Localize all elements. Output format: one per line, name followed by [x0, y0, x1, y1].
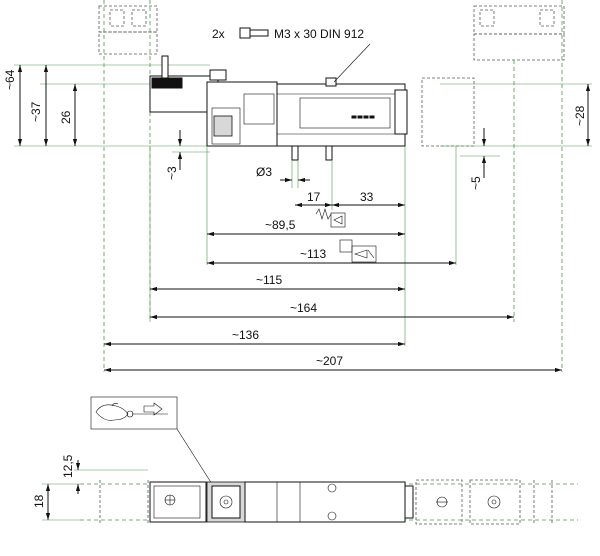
dim-136-label: ~136	[232, 328, 259, 342]
dim-dia3: Ø3	[256, 165, 310, 183]
dim-3: ~3	[165, 130, 210, 180]
dim-115: ~115	[149, 146, 405, 322]
hand-icon	[95, 403, 134, 421]
dim-33-label: 33	[360, 190, 374, 204]
screw-callout: 2x M3 x 30 DIN 912	[212, 27, 371, 83]
dim-dia3-label: Ø3	[256, 165, 272, 179]
dim-12-5-label: 12,5	[61, 454, 75, 478]
spring-return-symbol-icon	[315, 207, 346, 228]
dim-64: ~64	[3, 65, 23, 146]
dim-113: ~113	[207, 239, 456, 266]
dim-207: ~207	[104, 354, 562, 373]
dim-64-label: ~64	[3, 69, 17, 90]
dim-207-label: ~207	[316, 354, 343, 368]
dim-28-label: ~28	[573, 105, 587, 126]
dim-26: 26	[59, 84, 78, 146]
dim-136: ~136	[104, 328, 405, 347]
dim-5: ~5	[460, 128, 500, 190]
dim-18-label: 18	[32, 494, 46, 508]
dim-37: ~37	[29, 65, 49, 146]
dim-33: 33	[332, 190, 405, 208]
manual-override-pictogram	[90, 396, 213, 485]
solenoid-symbol-icon	[339, 239, 377, 263]
dim-26-label: 26	[59, 110, 73, 124]
dim-164: ~164	[150, 301, 514, 320]
tool-arrow-icon	[132, 402, 168, 416]
ghost-connector-left	[98, 0, 158, 372]
valve-side-view	[149, 55, 408, 161]
dim-89-5-label: ~89,5	[265, 218, 296, 232]
dim-18: 18	[32, 483, 80, 521]
screw-spec-label: M3 x 30 DIN 912	[274, 27, 364, 41]
valve-top-view	[74, 469, 578, 525]
dim-17-label: 17	[307, 190, 321, 204]
ghost-connector-right	[421, 0, 565, 372]
dim-12-5: 12,5	[61, 454, 81, 494]
dim-17: 17	[295, 190, 332, 208]
brand-mark	[351, 115, 375, 119]
dim-89-5: ~89,5	[207, 207, 405, 237]
dim-115-label: ~115	[256, 273, 282, 287]
dim-164-label: ~164	[290, 301, 317, 315]
screw-icon	[239, 27, 269, 39]
screw-qty-label: 2x	[212, 27, 225, 41]
dim-28: ~28	[573, 84, 591, 146]
dim-37-label: ~37	[29, 101, 43, 122]
dim-113-label: ~113	[300, 247, 326, 261]
dim-3-label: ~3	[165, 166, 179, 180]
dim-5-label: ~5	[469, 176, 483, 190]
